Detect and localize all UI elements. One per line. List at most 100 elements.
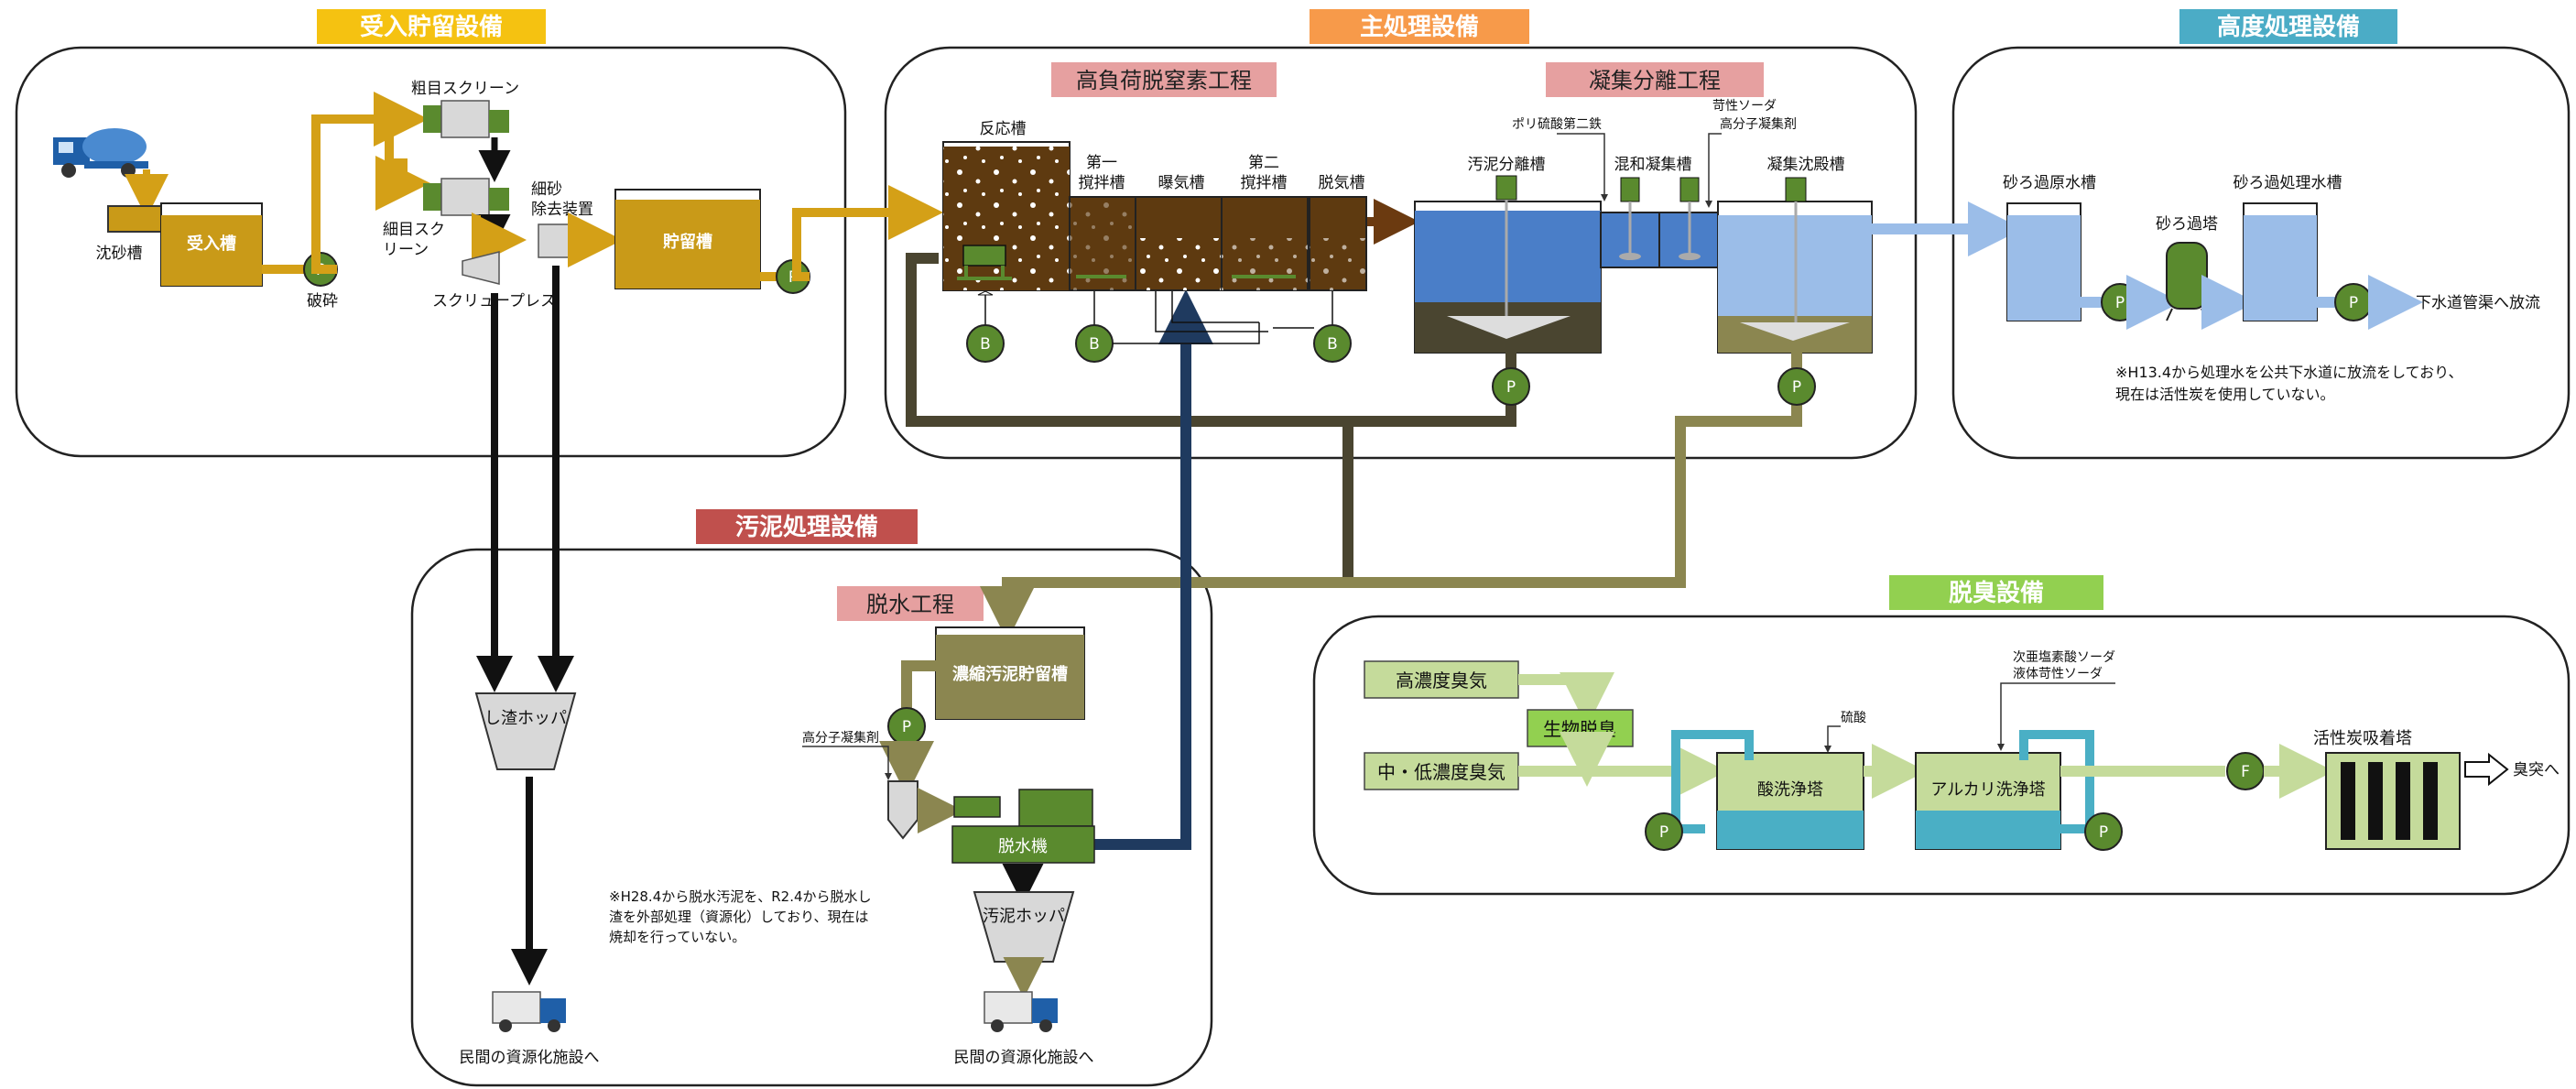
subheader-high-load: 高負荷脱窒素工程 — [1051, 62, 1277, 97]
svg-text:P: P — [1659, 823, 1668, 842]
mid-low-odor-label: 中・低濃度臭気 — [1377, 761, 1505, 783]
air-line-3 — [1171, 291, 1259, 323]
sep-sludge-pump: P — [1492, 367, 1530, 406]
sand-raw-water — [2007, 215, 2081, 321]
sludge-polymer-label: 高分子凝集剤 — [802, 730, 879, 746]
discharge-label: 下水道管渠へ放流 — [2416, 294, 2540, 312]
svg-text:B: B — [980, 335, 991, 354]
sludge-hopper — [973, 891, 1075, 963]
storage-tank-label: 貯留槽 — [663, 232, 712, 252]
header-advanced: 高度処理設備 — [2179, 9, 2397, 44]
acid-tower-liquid — [1717, 811, 1864, 849]
sludge-sep-motor — [1495, 175, 1517, 201]
sludge-note-2: 渣を外部処理（資源化）しており、現在は — [609, 909, 869, 925]
fine-to-grit-line — [472, 212, 527, 267]
fine-screen-label-2: リーン — [383, 241, 429, 259]
advanced-note-1: ※H13.4から処理水を公共下水道に放流をしており、 — [2115, 364, 2462, 381]
svg-text:P: P — [2099, 823, 2108, 842]
svg-text:P: P — [2349, 294, 2358, 312]
deodor-panel — [1312, 615, 2571, 896]
mixer-blade-2 — [1679, 253, 1701, 260]
sludge-sep-scraper — [1447, 316, 1571, 339]
storage-to-reaction-line — [792, 185, 943, 281]
ferric-label: ポリ硫酸第二鉄 — [1512, 116, 1602, 132]
header-sludge: 汚泥処理設備 — [696, 509, 918, 544]
thick-pump: P — [887, 707, 926, 746]
svg-text:P: P — [2115, 294, 2125, 312]
svg-text:主処理設備: 主処理設備 — [1360, 13, 1479, 41]
truck-icon-1 — [492, 991, 566, 1032]
stack-label: 臭突へ — [2513, 761, 2560, 779]
aeration-label: 曝気槽 — [1158, 174, 1205, 192]
svg-text:P: P — [902, 718, 911, 736]
aeration-bubbles — [1136, 238, 1222, 290]
degas-bubbles — [1310, 238, 1366, 290]
coag-sludge-line — [980, 405, 1802, 641]
svg-text:高度処理設備: 高度処理設備 — [2217, 13, 2360, 41]
stack-arrow-icon — [2464, 752, 2509, 787]
svg-text:B: B — [1327, 335, 1338, 354]
private-facility-label-1: 民間の資源化施設へ — [460, 1049, 600, 1067]
blower-2: B — [1075, 291, 1114, 363]
mix2-label-1: 第二 — [1248, 154, 1279, 172]
sand-tank — [107, 205, 162, 233]
reaction-tank-bubbles — [943, 147, 1070, 290]
blower-3: B — [1313, 291, 1352, 363]
to-coarse-screen-line — [311, 92, 429, 274]
screen-hopper — [474, 692, 577, 770]
mix2-label-2: 撹拌槽 — [1241, 174, 1288, 192]
high-odor-line — [1518, 672, 1614, 727]
soda-label: 苛性ソーダ — [1712, 98, 1777, 114]
grit-label-2: 除去装置 — [531, 201, 593, 219]
acid-pump: P — [1645, 812, 1683, 851]
ferric-dose-line — [1557, 133, 1608, 201]
hypo-dose-line — [1997, 682, 2115, 751]
blower-1: B — [966, 290, 1005, 363]
mix-coag-label: 混和凝集槽 — [1614, 156, 1692, 174]
advanced-panel — [1951, 46, 2571, 460]
thick-tank-label: 濃縮汚泥貯留槽 — [952, 664, 1068, 684]
sand-tower — [2166, 242, 2208, 321]
fan: F — [2226, 752, 2265, 790]
private-facility-label-2: 民間の資源化施設へ — [954, 1049, 1094, 1067]
alkali-circ-line — [2019, 730, 2094, 833]
svg-text:脱水工程: 脱水工程 — [866, 592, 954, 617]
subheader-coag-sep: 凝集分離工程 — [1546, 62, 1764, 97]
dewater-machine — [951, 789, 1095, 864]
reaction-tank-label: 反応槽 — [980, 120, 1027, 138]
carbon-tower — [2325, 752, 2461, 850]
receiving-tank-label: 受入槽 — [187, 234, 236, 254]
main-panel — [884, 46, 1918, 460]
thick-tank-sludge — [936, 635, 1084, 719]
mixer-motor-2 — [1679, 177, 1700, 202]
header-deodor: 脱臭設備 — [1889, 575, 2103, 610]
bypass-line — [375, 114, 430, 211]
sand-treated-label: 砂ろ過処理水槽 — [2234, 174, 2342, 192]
receiving-panel — [15, 46, 847, 458]
carbon-tower-label: 活性炭吸着塔 — [2313, 729, 2412, 748]
thick-out-line — [901, 660, 936, 710]
alkali-tower-liquid — [1916, 811, 2060, 849]
coarse-screen — [423, 100, 509, 138]
fine-screen — [423, 178, 509, 216]
sludge-sep-label: 汚泥分離槽 — [1468, 156, 1546, 174]
dewater-machine-label: 脱水機 — [998, 837, 1048, 856]
header-main: 主処理設備 — [1310, 9, 1529, 44]
advanced-note-2: 現在は活性炭を使用していない。 — [2115, 386, 2335, 403]
sand-raw-pump: P — [2101, 283, 2139, 321]
sludge-note-3: 焼却を行っていない。 — [609, 929, 745, 945]
svg-text:脱臭設備: 脱臭設備 — [1949, 579, 2044, 607]
svg-text:P: P — [1506, 378, 1516, 397]
sludge-hopper-label: 汚泥ホッパ — [983, 907, 1065, 926]
sludge-note-1: ※H28.4から脱水汚泥を、R2.4から脱水し — [609, 888, 872, 905]
hypo-label-2: 液体苛性ソーダ — [2013, 666, 2103, 681]
coag-settle-label: 凝集沈殿槽 — [1767, 156, 1845, 174]
svg-text:B: B — [1089, 335, 1100, 354]
sand-treated-water — [2244, 215, 2317, 321]
mix2-bubbles — [1222, 238, 1308, 290]
hypo-label-1: 次亜塩素酸ソーダ — [2013, 650, 2115, 665]
sulfuric-dose-line — [1824, 725, 1841, 753]
alkali-pump: P — [2084, 812, 2123, 851]
storage-tank-liquid — [615, 200, 760, 289]
